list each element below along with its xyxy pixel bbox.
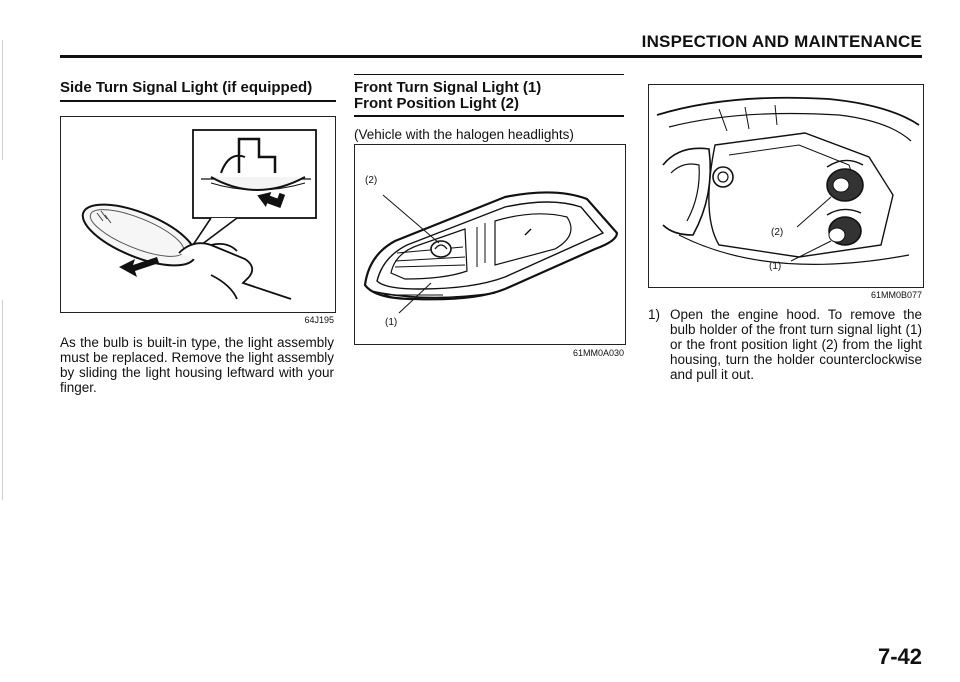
label-turn-signal-light: (1) — [769, 261, 782, 272]
halogen-subtitle: (Vehicle with the halogen headlights) — [354, 127, 574, 142]
label-turn-signal-light: (1) — [385, 317, 398, 328]
middle-figure-code: 61MM0A030 — [572, 348, 624, 358]
headlight-illustration — [363, 191, 619, 314]
right-figure-code: 61MM0B077 — [870, 290, 922, 300]
front-turn-signal-title: Front Turn Signal Light (1) — [354, 79, 542, 96]
side-turn-signal-figure — [60, 116, 336, 313]
front-turn-signal-figure: (2) (1) — [354, 144, 626, 345]
left-body-text: As the bulb is built-in type, the light … — [60, 335, 334, 395]
engine-bay-figure: (2) (1) — [648, 84, 924, 288]
middle-top-rule — [354, 74, 624, 75]
side-turn-signal-title: Side Turn Signal Light (if equipped) — [60, 79, 313, 96]
side-turn-signal-illustration — [81, 129, 317, 300]
step-text: Open the engine hood. To remove the bulb… — [670, 307, 922, 382]
label-position-light: (2) — [365, 175, 378, 186]
label-position-light: (2) — [771, 227, 784, 238]
engine-bay-illustration — [656, 96, 920, 265]
page-number: 7-42 — [877, 644, 922, 669]
left-figure-code: 64J195 — [304, 315, 334, 325]
header-rule — [60, 55, 922, 58]
left-title-rule — [60, 100, 336, 102]
middle-title-rule — [354, 115, 624, 117]
header-title: INSPECTION AND MAINTENANCE — [641, 32, 922, 51]
step-number: 1) — [648, 307, 661, 322]
front-position-light-title: Front Position Light (2) — [354, 95, 519, 112]
